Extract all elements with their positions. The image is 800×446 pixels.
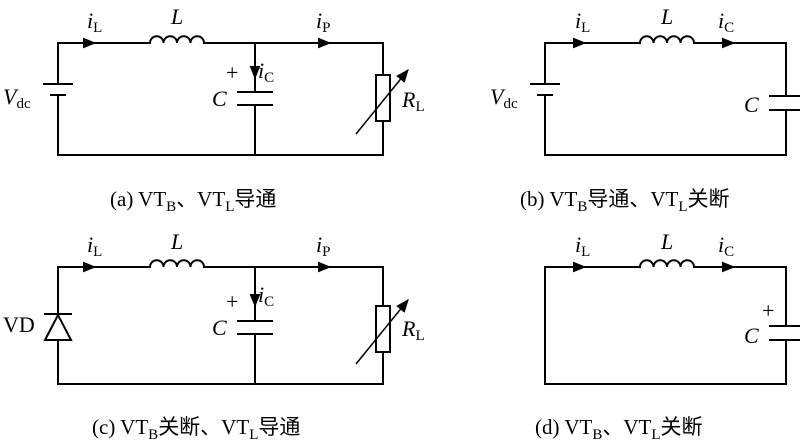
label-inductor-d: L [660,229,673,254]
label-iP-c: iP [316,232,330,260]
label-iC-a: iC [258,58,274,86]
caption-c: (c) VTB关断、VTL导通 [92,415,300,443]
label-iL-c: iL [87,232,102,260]
label-rl-c: RL [401,316,425,344]
label-capacitor-b: C [744,92,759,117]
rheostat-arrow-c [355,298,409,365]
rheostat-a [375,74,391,122]
caption-a: (a) VTB、VTL导通 [110,187,276,215]
circuit-a: iL L iP iC + C Vdc RL (a) VTB、VTL导通 [3,4,425,215]
caption-d: (d) VTB、VTL关断 [535,415,703,443]
circuit-b: iL L iC C Vdc (b) VTB导通、VTL关断 [490,4,800,215]
label-vdc-a: Vdc [3,84,31,112]
inductor-d [638,259,696,269]
label-iC-c: iC [258,282,274,310]
label-capacitor-c: C [212,315,227,340]
label-iC-b: iC [718,8,734,36]
circuit-d: iL L iC + C (d) VTB、VTL关断 [535,229,800,443]
label-capacitor-a: C [212,86,227,111]
label-plus-a: + [226,60,238,85]
label-capacitor-d: C [744,323,759,348]
label-iL-d: iL [575,232,590,260]
label-rl-a: RL [401,87,425,115]
label-inductor-c: L [170,229,183,254]
wire-a [57,42,384,156]
caption-b: (b) VTB导通、VTL关断 [520,187,730,215]
inductor-a [148,35,206,45]
label-iC-d: iC [718,232,734,260]
wire-b [544,42,787,156]
label-inductor-b: L [660,4,673,29]
label-iP-a: iP [316,8,330,36]
label-vd-c: VD [3,312,35,337]
rheostat-arrow-a [355,68,409,135]
inductor-b [638,35,696,45]
rheostat-c [375,305,391,353]
label-inductor-a: L [170,4,183,29]
inductor-c [148,259,206,269]
circuit-c: iL L iP iC + C VD RL (c) VTB关断、VTL导通 [3,229,425,443]
label-plus-d: + [762,298,774,323]
label-iL-a: iL [87,8,102,36]
label-vdc-b: Vdc [490,84,518,112]
diode-c [43,312,73,341]
label-plus-c: + [226,289,238,314]
label-iL-b: iL [575,8,590,36]
